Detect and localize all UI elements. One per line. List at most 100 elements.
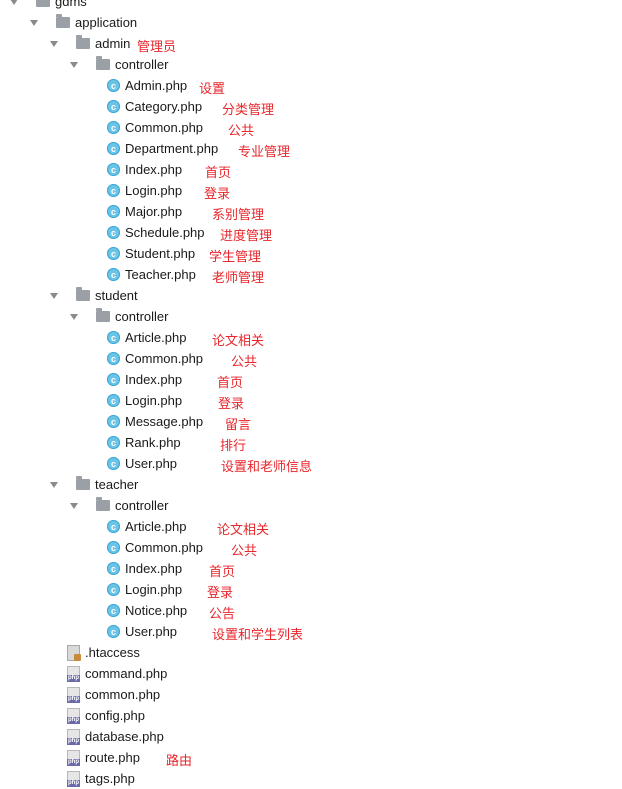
chevron-down-icon[interactable] <box>68 495 82 516</box>
file-item[interactable]: c Major.php <box>107 201 182 222</box>
chevron-down-icon[interactable] <box>8 0 22 12</box>
file-note: 专业管理 <box>238 145 291 160</box>
file-name: Index.php <box>125 372 183 387</box>
php-class-icon: c <box>107 520 120 533</box>
chevron-down-icon[interactable] <box>48 285 62 306</box>
file-name: Article.php <box>125 519 187 534</box>
file-item[interactable]: database.php <box>67 726 164 747</box>
file-name: User.php <box>125 456 178 471</box>
tree-node-student[interactable]: student <box>48 285 138 306</box>
php-class-icon: c <box>107 604 120 617</box>
file-item[interactable]: config.php <box>67 705 145 726</box>
file-name: Rank.php <box>125 435 181 450</box>
file-item[interactable]: route.php <box>67 747 140 768</box>
file-name: Department.php <box>125 141 219 156</box>
file-note: 论文相关 <box>212 334 265 349</box>
file-item[interactable]: .htaccess <box>67 642 140 663</box>
tree-node-application[interactable]: application <box>28 12 137 33</box>
php-class-icon: c <box>107 352 120 365</box>
php-file-icon <box>67 770 80 787</box>
file-name: Common.php <box>125 540 204 555</box>
php-class-icon: c <box>107 415 120 428</box>
file-name: Notice.php <box>125 603 188 618</box>
tree-node-teacher[interactable]: teacher <box>48 474 138 495</box>
file-note: 系别管理 <box>212 208 265 223</box>
file-note: 留言 <box>225 418 252 433</box>
php-class-icon: c <box>107 247 120 260</box>
chevron-down-icon[interactable] <box>48 33 62 54</box>
file-item[interactable]: common.php <box>67 684 160 705</box>
file-name: Admin.php <box>125 78 188 93</box>
node-label: application <box>75 15 138 30</box>
file-name: Login.php <box>125 582 183 597</box>
file-name: config.php <box>85 708 145 723</box>
file-note: 老师管理 <box>212 271 265 286</box>
file-name: common.php <box>85 687 161 702</box>
php-class-icon: c <box>107 79 120 92</box>
file-item[interactable]: command.php <box>67 663 167 684</box>
node-label: controller <box>115 309 169 324</box>
tree-node-teacher-controller[interactable]: controller <box>68 495 168 516</box>
file-note: 设置和学生列表 <box>212 628 304 643</box>
php-class-icon: c <box>107 163 120 176</box>
chevron-down-icon[interactable] <box>68 54 82 75</box>
folder-icon <box>76 287 90 301</box>
folder-icon <box>76 476 90 490</box>
tree-node-admin[interactable]: admin <box>48 33 130 54</box>
file-name: database.php <box>85 729 164 744</box>
file-item[interactable]: tags.php <box>67 768 135 789</box>
tree-node-gdms[interactable]: gdms <box>8 0 87 12</box>
file-note: 登录 <box>218 397 245 412</box>
file-item[interactable]: c Admin.php <box>107 75 187 96</box>
file-item[interactable]: c Article.php <box>107 516 186 537</box>
node-label: student <box>95 288 138 303</box>
php-file-icon <box>67 707 80 724</box>
php-file-icon <box>67 665 80 682</box>
file-note: 登录 <box>204 187 231 202</box>
php-class-icon: c <box>107 205 120 218</box>
folder-icon <box>96 308 110 322</box>
file-item[interactable]: c Login.php <box>107 390 182 411</box>
tree-node-student-controller[interactable]: controller <box>68 306 168 327</box>
php-class-icon: c <box>107 436 120 449</box>
tree-node-admin-controller[interactable]: controller <box>68 54 168 75</box>
php-class-icon: c <box>107 394 120 407</box>
file-item[interactable]: c Rank.php <box>107 432 181 453</box>
file-item[interactable]: c Category.php <box>107 96 202 117</box>
php-class-icon: c <box>107 100 120 113</box>
file-name: User.php <box>125 624 178 639</box>
chevron-down-icon[interactable] <box>48 474 62 495</box>
file-name: Major.php <box>125 204 183 219</box>
node-label: admin <box>95 36 131 51</box>
chevron-down-icon[interactable] <box>68 306 82 327</box>
file-name: Login.php <box>125 393 183 408</box>
admin-note: 管理员 <box>137 40 177 55</box>
php-class-icon: c <box>107 268 120 281</box>
file-name: Article.php <box>125 330 187 345</box>
php-class-icon: c <box>107 184 120 197</box>
file-name: Index.php <box>125 561 183 576</box>
file-item[interactable]: c Notice.php <box>107 600 187 621</box>
chevron-down-icon[interactable] <box>28 12 42 33</box>
file-name: Schedule.php <box>125 225 205 240</box>
file-note: 设置 <box>199 82 226 97</box>
file-name: Category.php <box>125 99 203 114</box>
node-label: gdms <box>55 0 87 9</box>
file-note: 排行 <box>220 439 247 454</box>
